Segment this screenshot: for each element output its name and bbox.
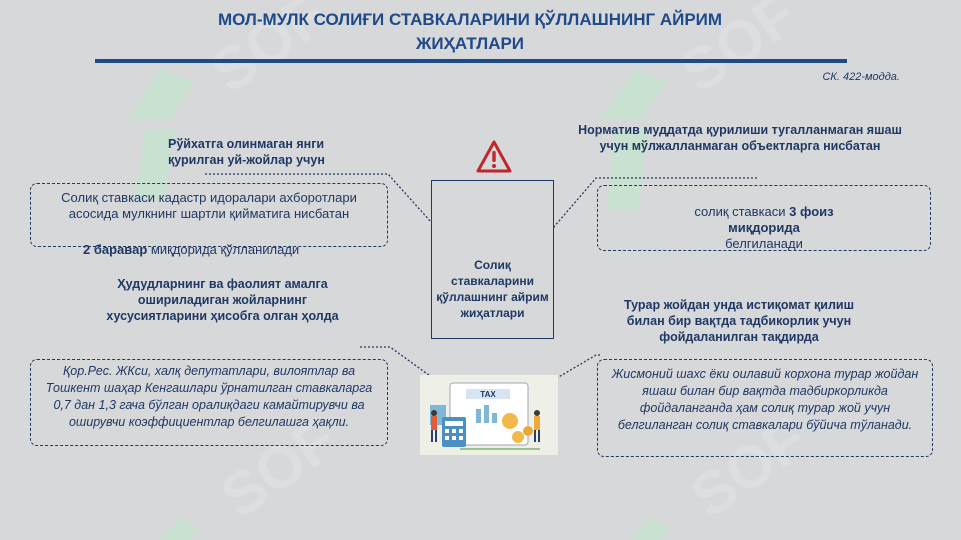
top-left-heading: Рўйхатга олинмаган янги қурилган уй-жойл…	[168, 136, 353, 168]
bottom-left-body: Қор.Рес. ЖКси, халқ депутатлари, вилоятл…	[45, 364, 373, 429]
coin-icon	[512, 431, 524, 443]
center-topic-label: Солиқ ставкаларини қўллашнинг айрим жиҳа…	[436, 258, 549, 320]
title-divider	[95, 59, 847, 63]
title-line-1: МОЛ-МУЛК СОЛИҒИ СТАВКАЛАРИНИ ҚЎЛЛАШНИНГ …	[217, 10, 723, 29]
bottom-right-heading: Турар жойдан унда истиқомат қилиш билан …	[608, 297, 870, 345]
top-right-body-tail: белгиланади	[725, 236, 803, 251]
top-right-box: солиқ ставкаси 3 фоиз миқдорида белгилан…	[597, 185, 931, 251]
top-right-body: солиқ ставкаси 3 фоиз миқдорида белгилан…	[598, 186, 930, 252]
top-left-body-bold: 2 баравар	[83, 242, 148, 257]
top-left-body-line-last: 2 баравар миқдорида қўлланилади	[83, 242, 299, 258]
person-right-icon	[534, 410, 540, 442]
bottom-left-heading-text: Ҳудудларнинг ва фаолият амалга оширилади…	[106, 277, 339, 323]
watermark-mark-3	[160, 518, 670, 540]
top-left-body-tail: миқдорида қўлланилади	[147, 242, 300, 257]
person-left-icon	[431, 410, 437, 442]
watermark-mark-1	[128, 70, 195, 200]
top-right-body-pre: солиқ ставкаси	[694, 204, 790, 219]
title-line-2: ЖИҲАТЛАРИ	[415, 34, 525, 53]
bottom-left-box: Қор.Рес. ЖКси, халқ депутатлари, вилоятл…	[30, 359, 388, 446]
top-right-heading-text: Норматив муддатда қурилиши тугалланмаган…	[578, 123, 902, 153]
top-left-body: Солиқ ставкаси кадастр идоралари ахборот…	[31, 184, 387, 222]
watermark-mark-2	[600, 70, 668, 210]
law-reference: СК. 422-модда.	[822, 71, 900, 83]
top-right-body-bold: 3 фоиз миқдорида	[728, 204, 834, 235]
center-topic-box: Солиқ ставкаларини қўллашнинг айрим жиҳа…	[431, 180, 554, 339]
tax-label: TAX	[480, 390, 496, 399]
tax-illustration: TAX	[420, 375, 558, 455]
tax-document-header	[466, 389, 510, 399]
bottom-right-heading-text: Турар жойдан унда истиқомат қилиш билан …	[623, 298, 855, 344]
warning-icon	[476, 140, 512, 173]
bottom-right-box: Жисмоний шахс ёки оилавий корхона турар …	[597, 359, 933, 457]
top-right-heading: Норматив муддатда қурилиши тугалланмаган…	[578, 122, 902, 154]
top-left-box: Солиқ ставкаси кадастр идоралари ахборот…	[30, 183, 388, 257]
bottom-right-body: Жисмоний шахс ёки оилавий корхона турар …	[611, 367, 919, 432]
bottom-left-heading: Ҳудудларнинг ва фаолият амалга оширилади…	[100, 276, 345, 324]
top-left-heading-text: Рўйхатга олинмаган янги қурилган уй-жойл…	[168, 137, 325, 167]
page-title: МОЛ-МУЛК СОЛИҒИ СТАВКАЛАРИНИ ҚЎЛЛАШНИНГ …	[120, 8, 820, 56]
top-left-body-text: Солиқ ставкаси кадастр идоралари ахборот…	[61, 190, 357, 221]
